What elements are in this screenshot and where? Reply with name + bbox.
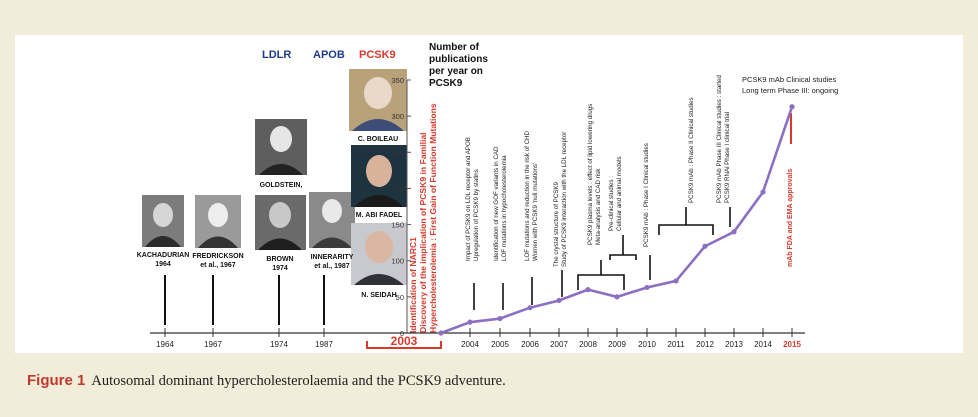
portrait-fredrickson	[195, 195, 241, 248]
portrait-boileau	[349, 69, 407, 131]
event-2005-a: Identification of new GOF variants in CA…	[493, 146, 500, 261]
event-2007-b: Study of PCSK9 interaction with the LDL …	[561, 132, 568, 267]
person-year-kachadurian: 1964	[155, 261, 171, 268]
person-year-innerarity: et al., 1987	[314, 263, 350, 270]
person-year-fredrickson: et al., 1967	[200, 262, 236, 269]
y-tick-label: 150	[391, 221, 404, 230]
event-2015-a: PCSK9 mAb Clinical studies	[742, 75, 836, 84]
x-tick-label: 1964	[156, 340, 174, 349]
portrait-brown	[255, 195, 306, 250]
figure-label: Figure 1	[27, 372, 86, 389]
event-2009-a: Pre-clinical studies :	[608, 176, 615, 231]
x-tick-label: 1987	[315, 340, 333, 349]
x-tick-label: 2013	[725, 340, 743, 349]
event-2012-b: PCSK9 RNAi Phase I clinical trial	[724, 112, 731, 203]
event-2009-b: Cellular and animal models	[616, 156, 623, 231]
bracket-2009	[609, 235, 637, 260]
discovery-2003-line-1: Identification of NARC1	[408, 237, 418, 333]
bracket-2008	[577, 260, 625, 290]
data-point-2005	[497, 315, 503, 322]
data-point-2007	[556, 297, 562, 304]
data-point-2014	[760, 189, 766, 195]
data-point-2015	[789, 104, 795, 110]
header-line-1: Number of	[429, 42, 480, 53]
x-tick-label: 2004	[461, 340, 479, 349]
data-point-2011	[673, 278, 679, 284]
data-point-2006	[527, 305, 533, 311]
x-tick-label: 2008	[579, 340, 597, 349]
discovery-2003-bar	[367, 347, 441, 349]
event-2015-approvals: mAb FDA and EMA approvals	[787, 169, 794, 267]
data-point-2012	[702, 243, 708, 249]
figure-caption-text: Autosomal dominant hypercholesterolaemia…	[91, 373, 506, 389]
data-point-2010	[644, 284, 650, 291]
event-2008-a: PCSK9 plasma levels : effect of lipid lo…	[587, 104, 594, 245]
person-name-abi-fadel: M. ABI FADEL	[356, 212, 403, 219]
person-name-goldstein: GOLDSTEIN,	[260, 182, 303, 189]
data-point-2013	[731, 229, 737, 235]
x-axis: 1964 1967 1974 1987 2004 2005 2006 2007 2008 2009…	[150, 328, 805, 349]
x-tick-label: 2012	[696, 340, 714, 349]
event-2008-b: Meta-analysis and CAD risk	[595, 168, 602, 245]
x-tick-label: 1967	[204, 340, 222, 349]
gene-label-ldlr: LDLR	[262, 49, 291, 61]
x-tick-label: 2011	[667, 340, 685, 349]
y-tick-label: 350	[391, 76, 404, 85]
event-2010: PCSK9 mAb : Phase I Clinical studies	[643, 143, 650, 247]
header-line-2: publications	[429, 54, 488, 65]
person-name-kachadurian: KACHADURIAN	[137, 252, 190, 259]
y-tick-label: 200	[391, 184, 404, 193]
portrait-innerarity	[309, 192, 355, 248]
figure-panel: LDLR APOB PCSK9 Number of publications p…	[15, 35, 963, 353]
portrait-seidah	[351, 223, 407, 285]
timeline-figure: LDLR APOB PCSK9 Number of publications p…	[137, 42, 838, 349]
person-name-fredrickson: FREDRICKSON	[192, 253, 243, 260]
header-line-3: per year on	[429, 66, 483, 77]
y-tick-label: 300	[391, 112, 404, 121]
discovery-2003-year: 2003	[391, 334, 418, 348]
person-year-brown: 1974	[272, 265, 288, 272]
person-name-brown: BROWN	[266, 256, 293, 263]
person-name-innerarity: INNERARITY	[311, 254, 354, 261]
data-point-2004	[467, 319, 473, 325]
portrait-abi-fadel	[351, 145, 407, 207]
publications-series	[438, 104, 795, 336]
x-tick-label: 2010	[638, 340, 656, 349]
x-tick-label: 2007	[550, 340, 568, 349]
bracket-2011	[658, 207, 714, 235]
event-2006-a: LOF mutations and reduction in the risk …	[524, 130, 531, 261]
y-tick-label: 250	[391, 148, 404, 157]
data-point-2009	[614, 294, 620, 300]
figure-caption: Figure 1 Autosomal dominant hypercholeste…	[27, 372, 957, 390]
y-axis: 050100150200250300350	[391, 76, 411, 338]
event-2011: PCSK9 mAb : Phase II Clinical studies	[688, 97, 695, 203]
portrait-kachadurian	[142, 195, 184, 247]
y-tick-label: 50	[396, 293, 404, 302]
x-tick-label: 2006	[521, 340, 539, 349]
x-tick-label: 2009	[608, 340, 626, 349]
event-2004-b: Upregulation of PCSK9 by statins	[473, 169, 480, 261]
x-tick-label: 2015	[783, 340, 801, 349]
gene-label-apob: APOB	[313, 49, 345, 61]
event-2005-b: LOF mutations in hypocholesterolemia	[501, 155, 508, 261]
header-line-4: PCSK9	[429, 78, 463, 89]
event-2006-b: Women with PCSK9 'null mutations'	[532, 163, 539, 261]
data-point-2003	[438, 330, 444, 336]
data-point-2008	[585, 287, 591, 293]
x-tick-label: 1974	[270, 340, 288, 349]
person-name-seidah: N. SEIDAH	[361, 292, 396, 299]
x-tick-label: 2014	[754, 340, 772, 349]
gene-label-pcsk9: PCSK9	[359, 49, 396, 61]
event-2012-a: PCSK9 mAb Phase III Clinical studies : s…	[716, 75, 723, 203]
portrait-goldstein	[255, 119, 307, 175]
discovery-2003-line-3: Hypercholesterolemia : First Gain of Fun…	[428, 103, 438, 333]
y-tick-label: 100	[391, 257, 404, 266]
event-2007-a: The crystal structure of PCSK9	[553, 182, 560, 267]
event-2004-a: Impact of PCSK9 on LDL receptor and APOB	[465, 137, 472, 261]
discovery-2003-line-2: Discovery of the implication of PCSK9 in…	[418, 132, 428, 333]
person-name-boileau: C. BOILEAU	[358, 136, 398, 143]
x-tick-label: 2005	[491, 340, 509, 349]
event-2015-b: Long term Phase III: ongoing	[742, 86, 838, 95]
